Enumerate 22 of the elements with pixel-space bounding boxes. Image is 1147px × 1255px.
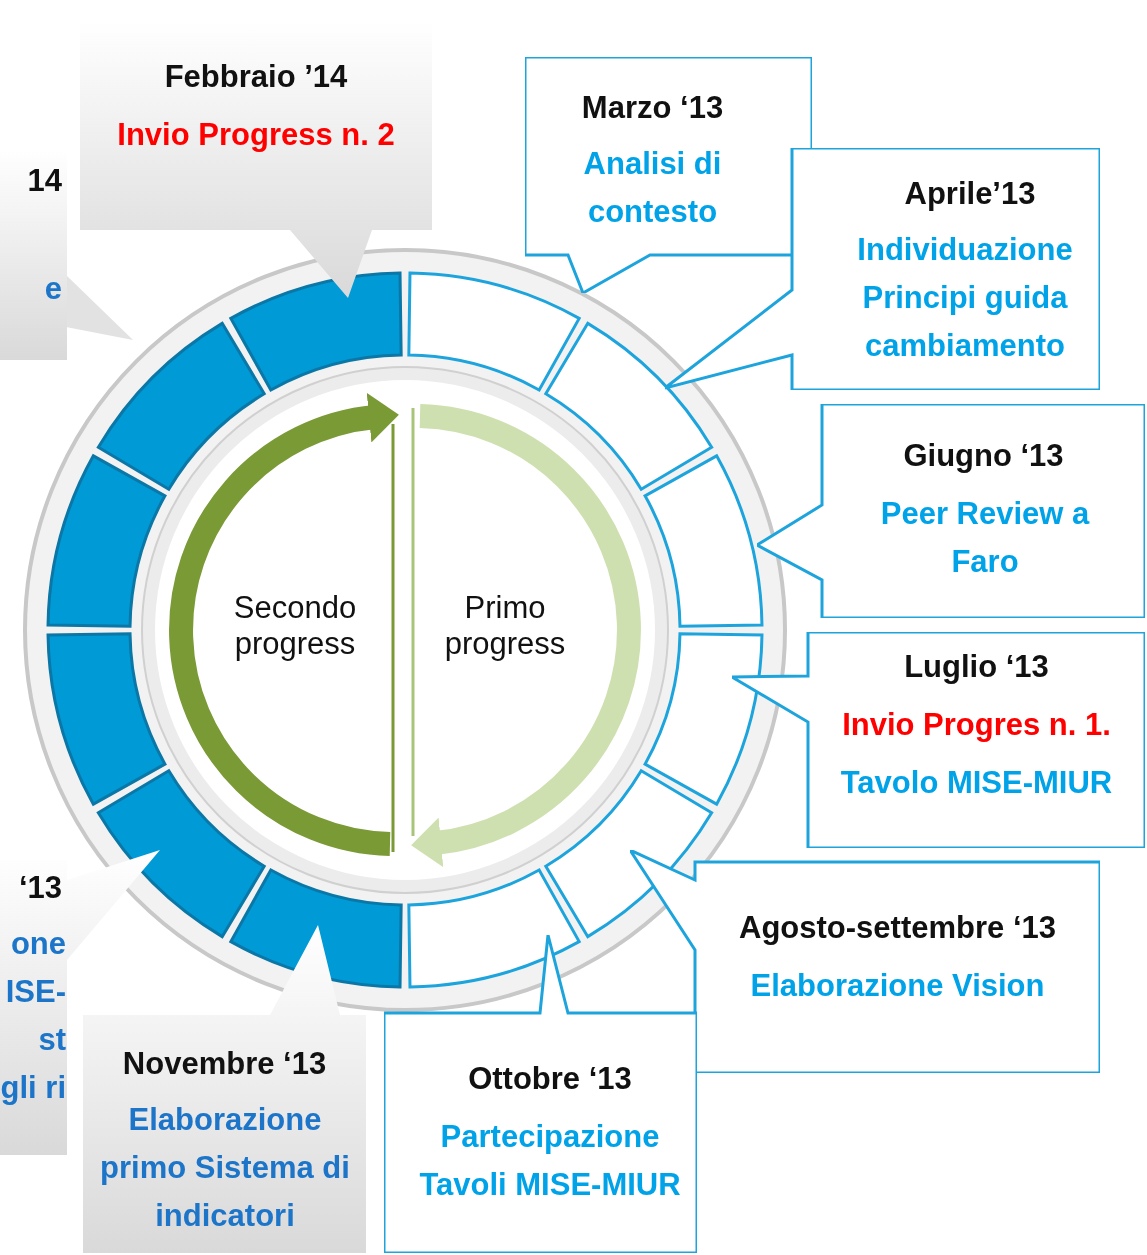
callout-text: one ISE- st gli ri [0,925,66,1107]
date-heading: Ottobre ‘13 [467,1060,633,1098]
date-heading: Aprile’13 [903,175,1037,213]
ring-label: Secondo progress [232,590,358,662]
date-heading: Luglio ‘13 [903,648,1050,686]
callout-text: Analisi di contesto [582,145,723,231]
callout-box [630,850,1100,1073]
callout-text: Tavolo MISE-MIUR [839,764,1114,802]
ring-label: Primo progress [443,590,567,662]
date-heading: Marzo ‘13 [580,89,725,127]
callout-text: Partecipazione Tavoli MISE-MIUR [418,1118,682,1204]
callout-text: Invio Progres n. 1. [841,706,1112,744]
callout-text: Peer Review a Faro [879,495,1091,581]
callout-box [525,57,812,293]
date-heading: ‘13 [17,869,62,907]
date-heading: Novembre ‘13 [121,1045,328,1083]
callout-text: Elaborazione primo Sistema di indicatori [99,1101,351,1235]
callout-text: Elaborazione Vision [749,967,1046,1005]
callout-text: Individuazione Principi guida cambiamento [856,231,1074,365]
date-heading: Giugno ‘13 [902,437,1065,475]
date-heading: Agosto-settembre ‘13 [738,909,1057,947]
callout-box [83,925,366,1253]
